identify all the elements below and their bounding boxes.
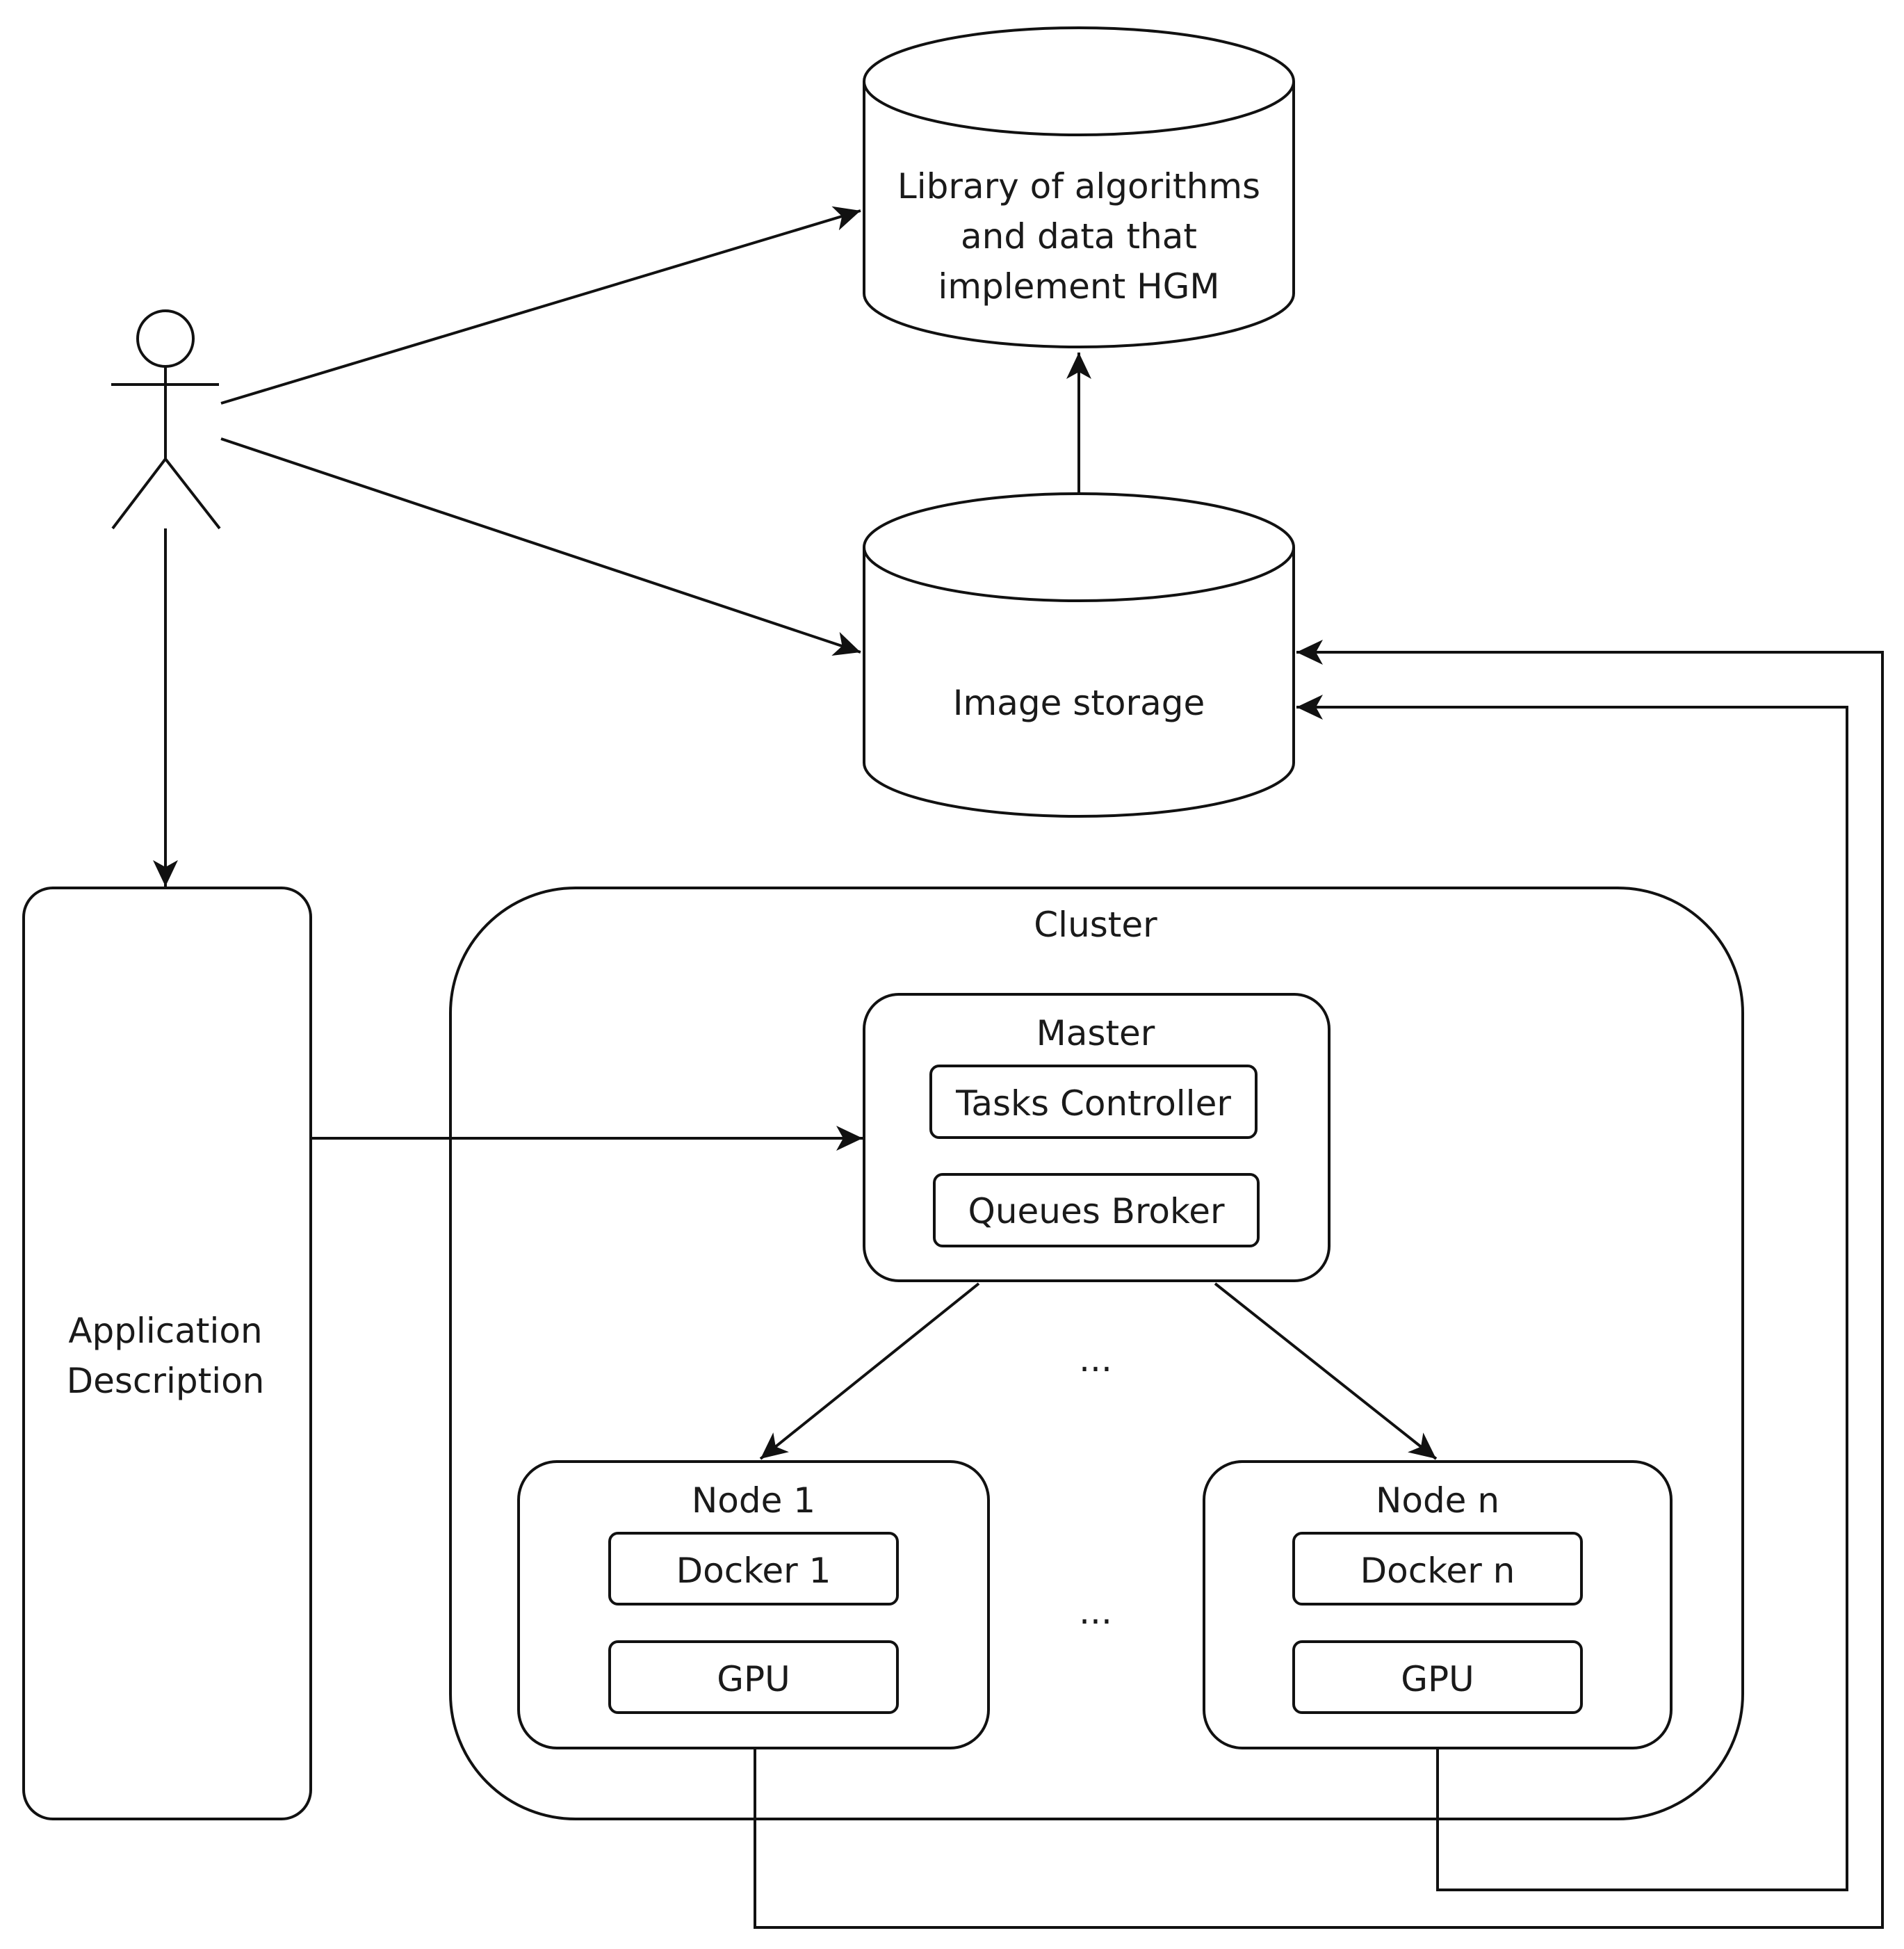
- library-label-line2: and data that: [961, 216, 1197, 257]
- cluster-container: [449, 887, 1744, 1820]
- library-label-line1: Library of algorithms: [897, 166, 1260, 207]
- image-storage-label: Image storage: [953, 683, 1205, 723]
- application-label-line1: Application: [68, 1311, 262, 1351]
- arrow-actor-to-library: [220, 206, 861, 405]
- image-storage-database: [863, 492, 1295, 818]
- ellipsis-middle: ...: [1079, 1592, 1112, 1632]
- ellipsis-top: ...: [1079, 1339, 1112, 1380]
- library-database: [863, 26, 1295, 348]
- gpu-n-label: GPU: [1401, 1659, 1474, 1699]
- tasks-controller-box: [929, 1065, 1258, 1139]
- arrow-master-to-node-1: [759, 1282, 980, 1460]
- docker-1-box: [608, 1532, 899, 1606]
- queues-broker-label: Queues Broker: [968, 1191, 1224, 1231]
- tasks-controller-label: Tasks Controller: [955, 1083, 1231, 1124]
- queues-broker-box: [933, 1173, 1260, 1247]
- gpu-1-box: [608, 1640, 899, 1714]
- master-label: Master: [1036, 1013, 1155, 1053]
- application-description-box: [22, 887, 312, 1820]
- docker-n-label: Docker n: [1360, 1551, 1515, 1591]
- library-label-line3: implement HGM: [938, 266, 1219, 307]
- docker-1-label: Docker 1: [676, 1551, 831, 1591]
- gpu-n-box: [1292, 1640, 1583, 1714]
- node-1-label: Node 1: [692, 1480, 815, 1521]
- arrow-master-to-node-n: [1214, 1282, 1438, 1460]
- cluster-label: Cluster: [1034, 905, 1157, 945]
- docker-n-box: [1292, 1532, 1583, 1606]
- user-actor-icon: [111, 309, 221, 530]
- arrow-node-n-to-image-storage: [1296, 695, 1848, 1891]
- arrow-actor-to-image-storage: [220, 437, 861, 656]
- master-box: [863, 993, 1331, 1282]
- node-n-label: Node n: [1376, 1480, 1499, 1521]
- gpu-1-label: GPU: [717, 1659, 790, 1699]
- application-label-line2: Description: [67, 1361, 265, 1401]
- arrow-node-1-to-image-storage: [754, 640, 1884, 1929]
